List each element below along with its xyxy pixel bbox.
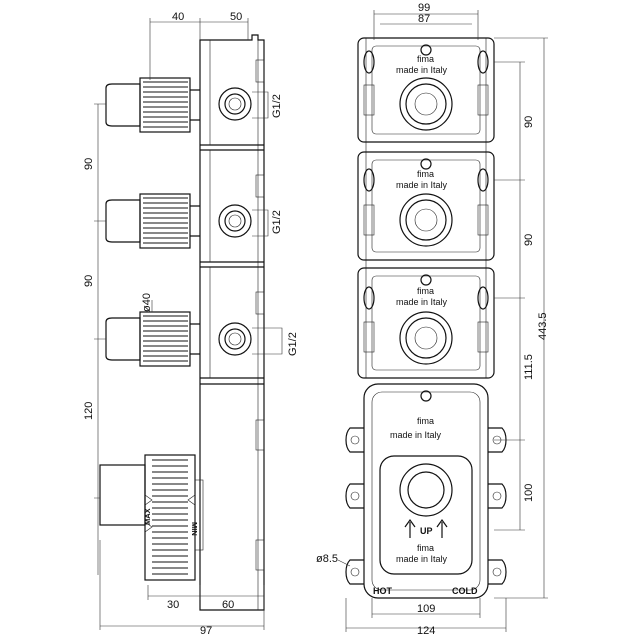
front-module-thermostat: UP fima made in Italy fima made in Italy…	[345, 383, 507, 599]
brand-label-4: fima	[417, 416, 434, 426]
front-view: fima made in Italy fima made in Italy	[316, 2, 549, 635]
dim-right-111-5: 111.5	[523, 354, 535, 380]
diameter-label: ø40	[141, 293, 153, 312]
made-in-label-5: made in Italy	[396, 554, 448, 564]
dim-top-87: 87	[418, 13, 430, 25]
up-label: UP	[420, 526, 433, 536]
dim-top-50: 50	[230, 11, 242, 23]
port-fitting-1	[218, 87, 252, 121]
min-marker: MIN	[190, 522, 199, 536]
brand-label-5: fima	[417, 543, 434, 553]
thread-label-1: G1/2	[271, 94, 283, 118]
hole-label: ø8.5	[316, 553, 338, 565]
dim-right-100: 100	[523, 484, 535, 502]
brand-label-2: fima	[417, 169, 434, 179]
dim-bottom-124: 124	[417, 625, 435, 635]
front-module-1: fima made in Italy	[357, 37, 495, 143]
brand-label-1: fima	[417, 54, 434, 64]
front-module-3: fima made in Italy	[357, 267, 495, 379]
cold-label: COLD	[452, 586, 478, 596]
dim-bottom-109: 109	[417, 603, 435, 615]
dim-right-90-b: 90	[523, 234, 535, 246]
brand-label-3: fima	[417, 286, 434, 296]
front-module-2: fima made in Italy	[357, 151, 495, 261]
dim-overall-443-5: 443.5	[537, 312, 549, 340]
dim-left-120: 120	[83, 402, 95, 420]
dim-right-90-a: 90	[523, 116, 535, 128]
thread-label-3: G1/2	[287, 332, 299, 356]
valve-stem-2	[105, 193, 191, 249]
made-in-label-1: made in Italy	[396, 65, 448, 75]
valve-stem-1	[105, 77, 191, 133]
made-in-label-3: made in Italy	[396, 297, 448, 307]
dim-top-99: 99	[418, 2, 430, 14]
thread-label-2: G1/2	[271, 210, 283, 234]
dim-bottom-60: 60	[222, 599, 234, 611]
made-in-label-4: made in Italy	[390, 430, 442, 440]
max-marker: MAX	[143, 508, 152, 525]
side-view: MAX MIN 40 50 90 90 120 G1/2 G1/2 G1/2 ø…	[83, 11, 299, 635]
dim-bottom-30: 30	[167, 599, 179, 611]
made-in-label-2: made in Italy	[396, 180, 448, 190]
hot-label: HOT	[373, 586, 393, 596]
dim-left-90-b: 90	[83, 275, 95, 287]
dim-left-90-a: 90	[83, 158, 95, 170]
dim-top-40: 40	[172, 11, 184, 23]
port-fitting-3	[218, 322, 252, 356]
thermostatic-cartridge: MAX MIN	[99, 454, 204, 581]
dim-bottom-97: 97	[200, 625, 212, 635]
valve-stem-3	[105, 311, 191, 367]
port-fitting-2	[218, 204, 252, 238]
